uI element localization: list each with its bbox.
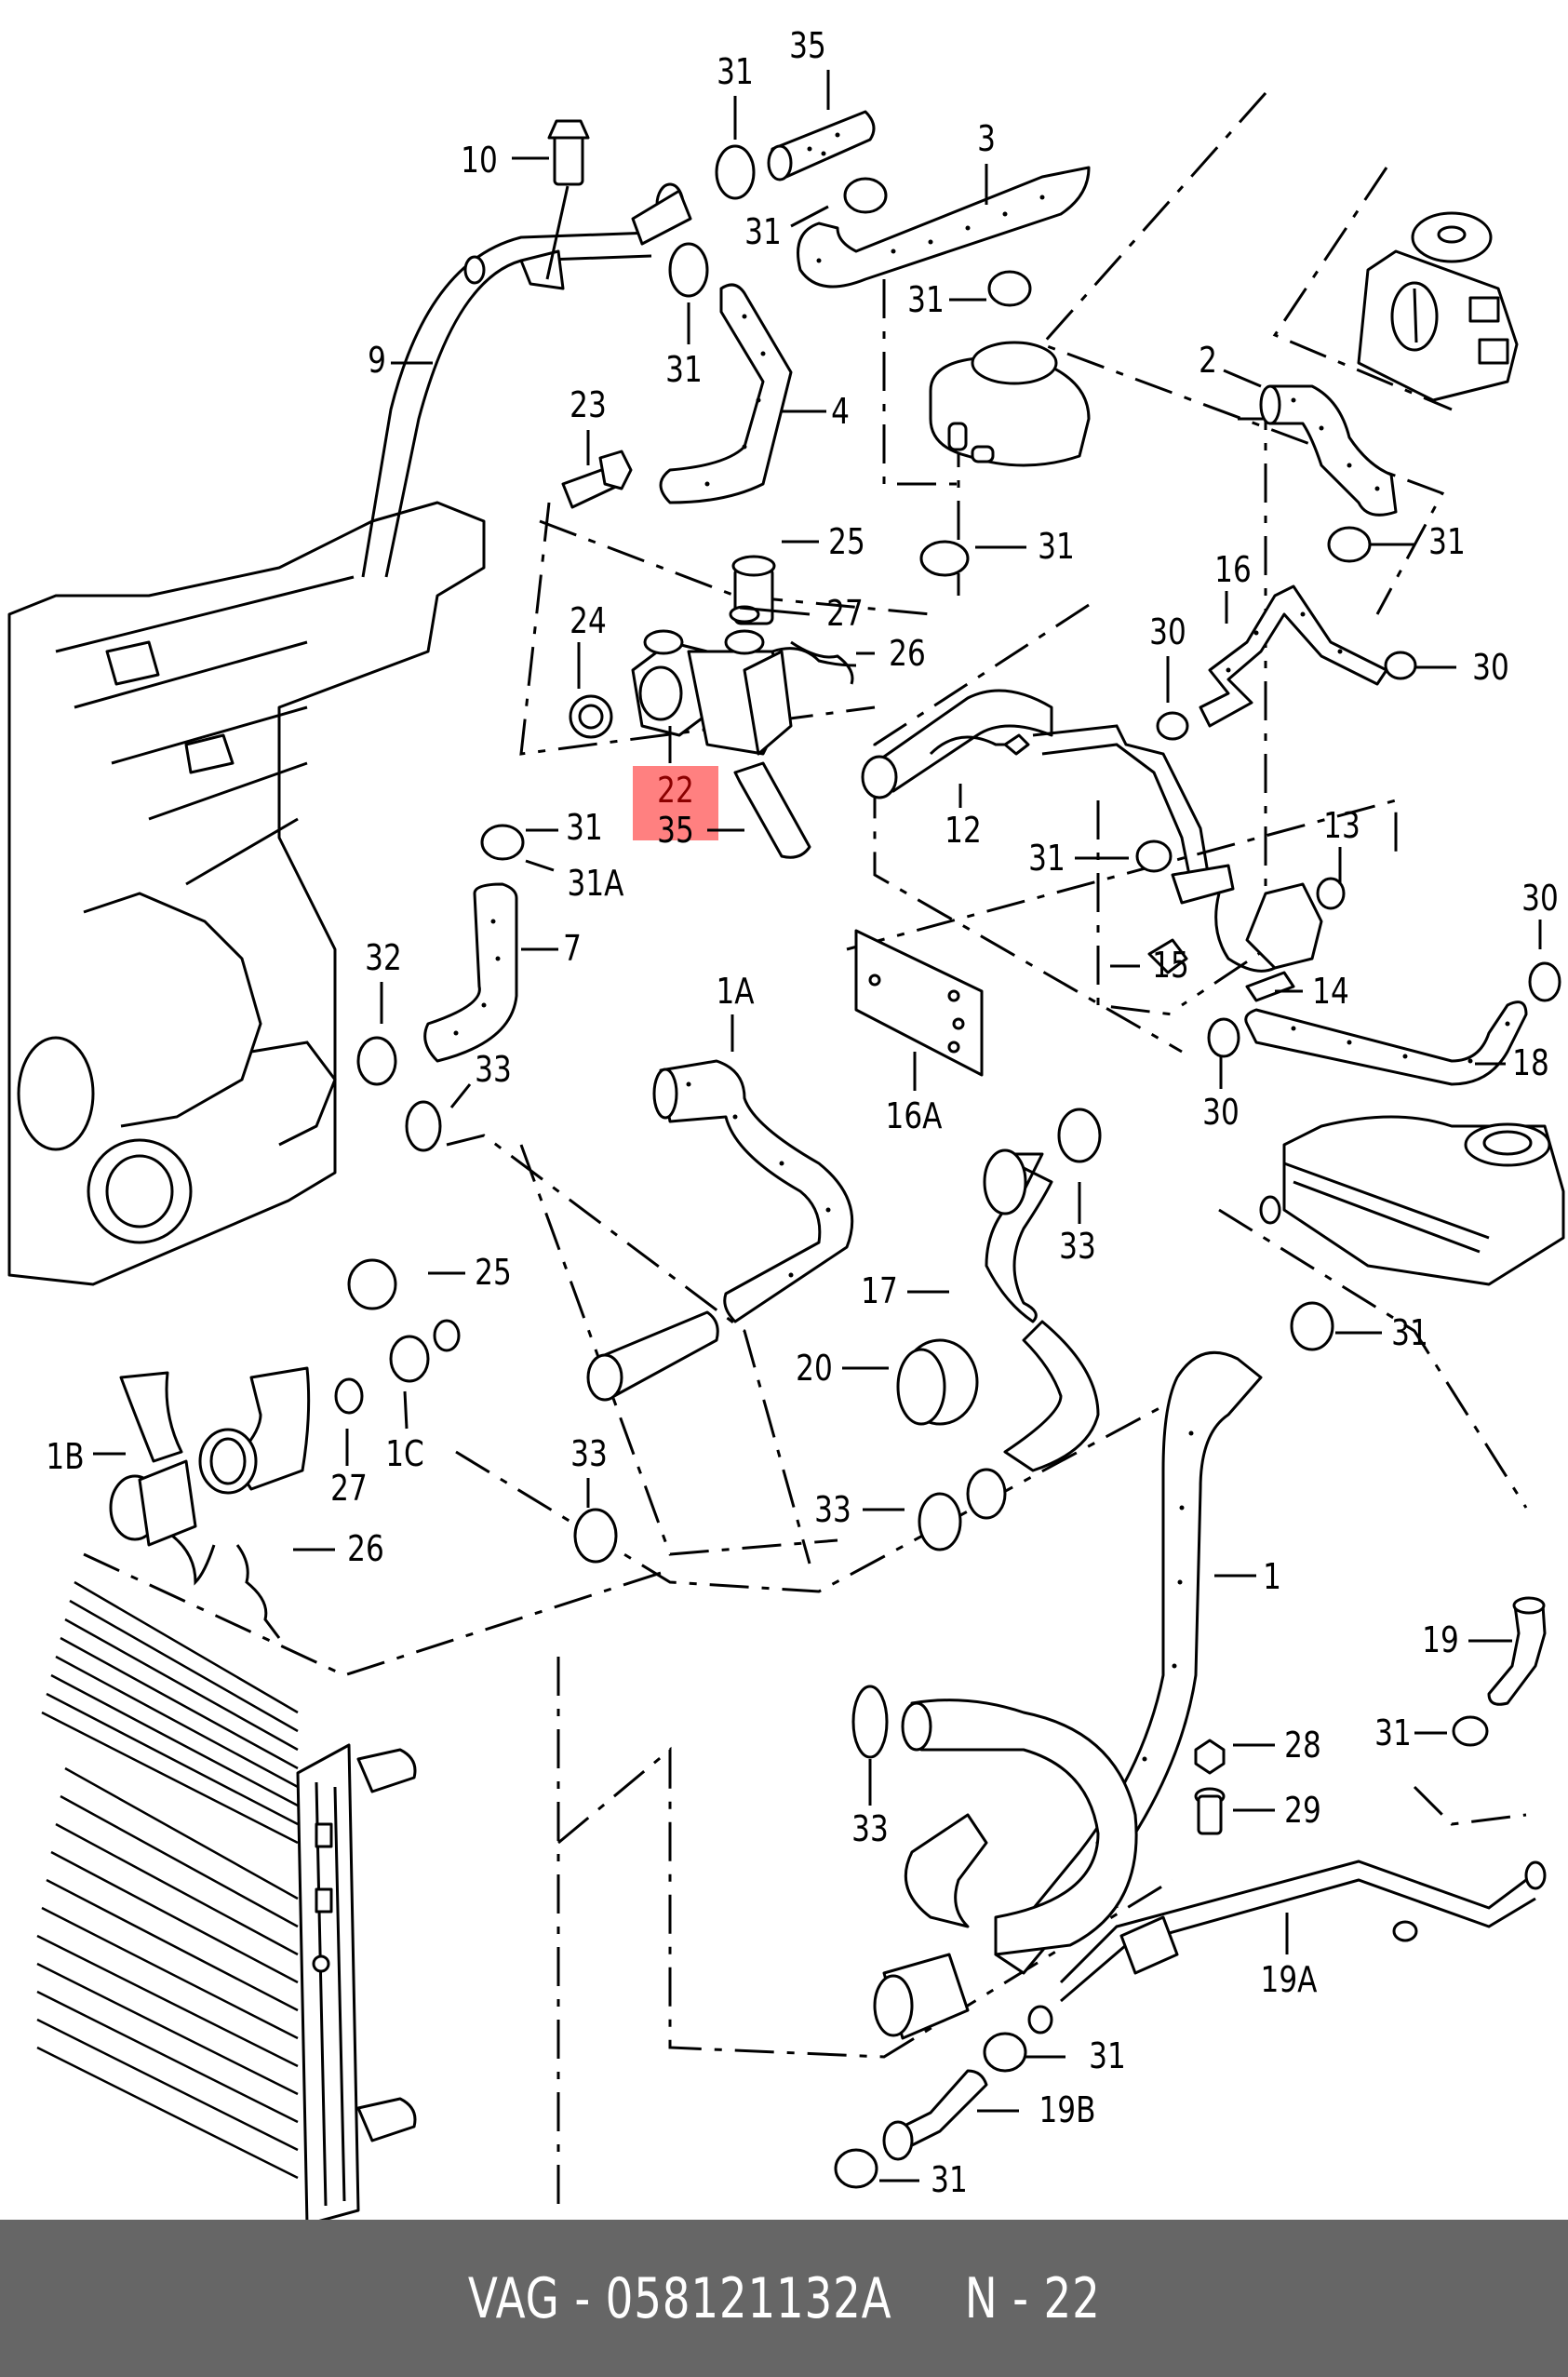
callout-10[interactable]: 10 xyxy=(461,141,498,181)
callout-30[interactable]: 30 xyxy=(1472,648,1509,689)
callout-19[interactable]: 19 xyxy=(1422,1620,1459,1661)
callout-31[interactable]: 31 xyxy=(1391,1313,1428,1354)
callout-31[interactable]: 31 xyxy=(1089,2036,1126,2077)
hose-4 xyxy=(659,283,793,504)
callout-22-highlighted[interactable]: 22 xyxy=(657,771,694,812)
callout-1[interactable]: 1 xyxy=(1263,1557,1281,1598)
callout-18[interactable]: 18 xyxy=(1512,1043,1549,1084)
hose-1 xyxy=(873,1350,1263,2040)
callout-24[interactable]: 24 xyxy=(570,601,607,642)
callout-31[interactable]: 31 xyxy=(665,350,703,391)
hose-clamps xyxy=(356,144,1561,2189)
callout-28[interactable]: 28 xyxy=(1284,1726,1321,1766)
hose-19B xyxy=(882,2069,988,2161)
nut-28 xyxy=(1194,1739,1226,1775)
callout-4[interactable]: 4 xyxy=(831,392,850,433)
hose-19 xyxy=(1487,1596,1547,1706)
callout-33[interactable]: 33 xyxy=(814,1490,851,1531)
hose-17 xyxy=(966,1148,1100,1520)
callout-31[interactable]: 31 xyxy=(744,212,782,253)
callout-16A[interactable]: 16A xyxy=(886,1096,943,1137)
callout-15[interactable]: 15 xyxy=(1152,946,1189,987)
callout-35[interactable]: 35 xyxy=(789,26,826,67)
callout-31[interactable]: 31 xyxy=(1428,522,1466,563)
callout-33[interactable]: 33 xyxy=(570,1434,608,1475)
callout-33[interactable]: 33 xyxy=(475,1050,512,1091)
callout-31[interactable]: 31 xyxy=(1374,1713,1412,1754)
callout-30[interactable]: 30 xyxy=(1202,1093,1240,1134)
callout-1B[interactable]: 1B xyxy=(46,1437,84,1478)
part-number-label: VAG - 058121132A N - 22 xyxy=(467,2265,1101,2331)
coolant-reservoir-small xyxy=(929,341,1091,467)
callout-31[interactable]: 31 xyxy=(1028,839,1065,880)
callout-25[interactable]: 25 xyxy=(828,522,865,563)
callout-16[interactable]: 16 xyxy=(1214,550,1252,591)
expansion-tank xyxy=(1259,1115,1565,1286)
bolt-23 xyxy=(561,450,633,509)
callout-29[interactable]: 29 xyxy=(1284,1791,1321,1832)
callout-17[interactable]: 17 xyxy=(861,1271,898,1312)
callout-3[interactable]: 3 xyxy=(977,119,996,160)
highlight-box xyxy=(633,766,718,840)
callout-19A[interactable]: 19A xyxy=(1261,1960,1318,2001)
callout-20[interactable]: 20 xyxy=(796,1349,833,1390)
pipe-19A xyxy=(1027,1860,1547,2035)
callout-1A[interactable]: 1A xyxy=(716,972,754,1013)
hose-35-top xyxy=(767,110,876,181)
callout-30[interactable]: 30 xyxy=(1521,879,1559,920)
coolant-pipe-9 xyxy=(361,182,692,578)
hose-18 xyxy=(1244,1000,1528,1086)
bolt-29 xyxy=(1194,1787,1226,1835)
callout-33[interactable]: 33 xyxy=(851,1809,889,1850)
callout-26[interactable]: 26 xyxy=(347,1529,384,1570)
callout-9[interactable]: 9 xyxy=(368,341,386,382)
part-number-footer: VAG - 058121132A N - 22 xyxy=(0,2220,1568,2377)
callout-31[interactable]: 31 xyxy=(907,280,945,321)
callout-31[interactable]: 31 xyxy=(931,2160,968,2201)
callout-7[interactable]: 7 xyxy=(563,929,582,970)
callout-31[interactable]: 31 xyxy=(1038,527,1075,568)
callout-26[interactable]: 26 xyxy=(889,634,926,675)
callout-31[interactable]: 31 xyxy=(717,52,754,93)
callout-23[interactable]: 23 xyxy=(570,385,607,426)
callout-27[interactable]: 27 xyxy=(826,594,864,635)
hose-7 xyxy=(423,882,518,1063)
callout-35[interactable]: 35 xyxy=(657,811,694,852)
callout-14[interactable]: 14 xyxy=(1312,972,1349,1013)
callout-13[interactable]: 13 xyxy=(1323,806,1360,847)
part-20-insert xyxy=(896,1338,979,1426)
callout-labels: 35 31 10 3 31 31 9 31 2 23 4 25 xyxy=(46,26,1558,2201)
callout-31[interactable]: 31 xyxy=(566,808,603,849)
callout-30[interactable]: 30 xyxy=(1149,612,1186,653)
hose-1A-lower xyxy=(586,1310,719,1402)
callout-27[interactable]: 27 xyxy=(330,1469,368,1510)
hose-16 xyxy=(1199,584,1388,728)
plate-16A xyxy=(854,929,984,1077)
callout-32[interactable]: 32 xyxy=(365,938,402,979)
callout-33[interactable]: 33 xyxy=(1059,1227,1096,1268)
gasket-26 xyxy=(235,640,854,1639)
radiator xyxy=(36,1580,417,2220)
throttle-body xyxy=(1357,211,1519,402)
hose-1B-assembly xyxy=(109,1258,461,1586)
hose-3 xyxy=(797,166,1091,289)
bolt-10 xyxy=(545,119,590,280)
callout-1C[interactable]: 1C xyxy=(385,1434,424,1475)
callout-12[interactable]: 12 xyxy=(945,811,982,852)
callout-19B[interactable]: 19B xyxy=(1039,2090,1095,2131)
hose-1A xyxy=(652,1059,854,1323)
coolant-pipe-12 xyxy=(861,689,1053,799)
engine-block xyxy=(7,501,486,1286)
callout-31A[interactable]: 31A xyxy=(568,864,624,905)
hose-2 xyxy=(1259,384,1398,517)
callout-2[interactable]: 2 xyxy=(1199,341,1217,382)
callout-25[interactable]: 25 xyxy=(475,1253,512,1294)
parts-diagram: 35 31 10 3 31 31 9 31 2 23 4 25 xyxy=(7,26,1565,2220)
coolant-pipe-13-assembly xyxy=(1032,724,1346,1002)
